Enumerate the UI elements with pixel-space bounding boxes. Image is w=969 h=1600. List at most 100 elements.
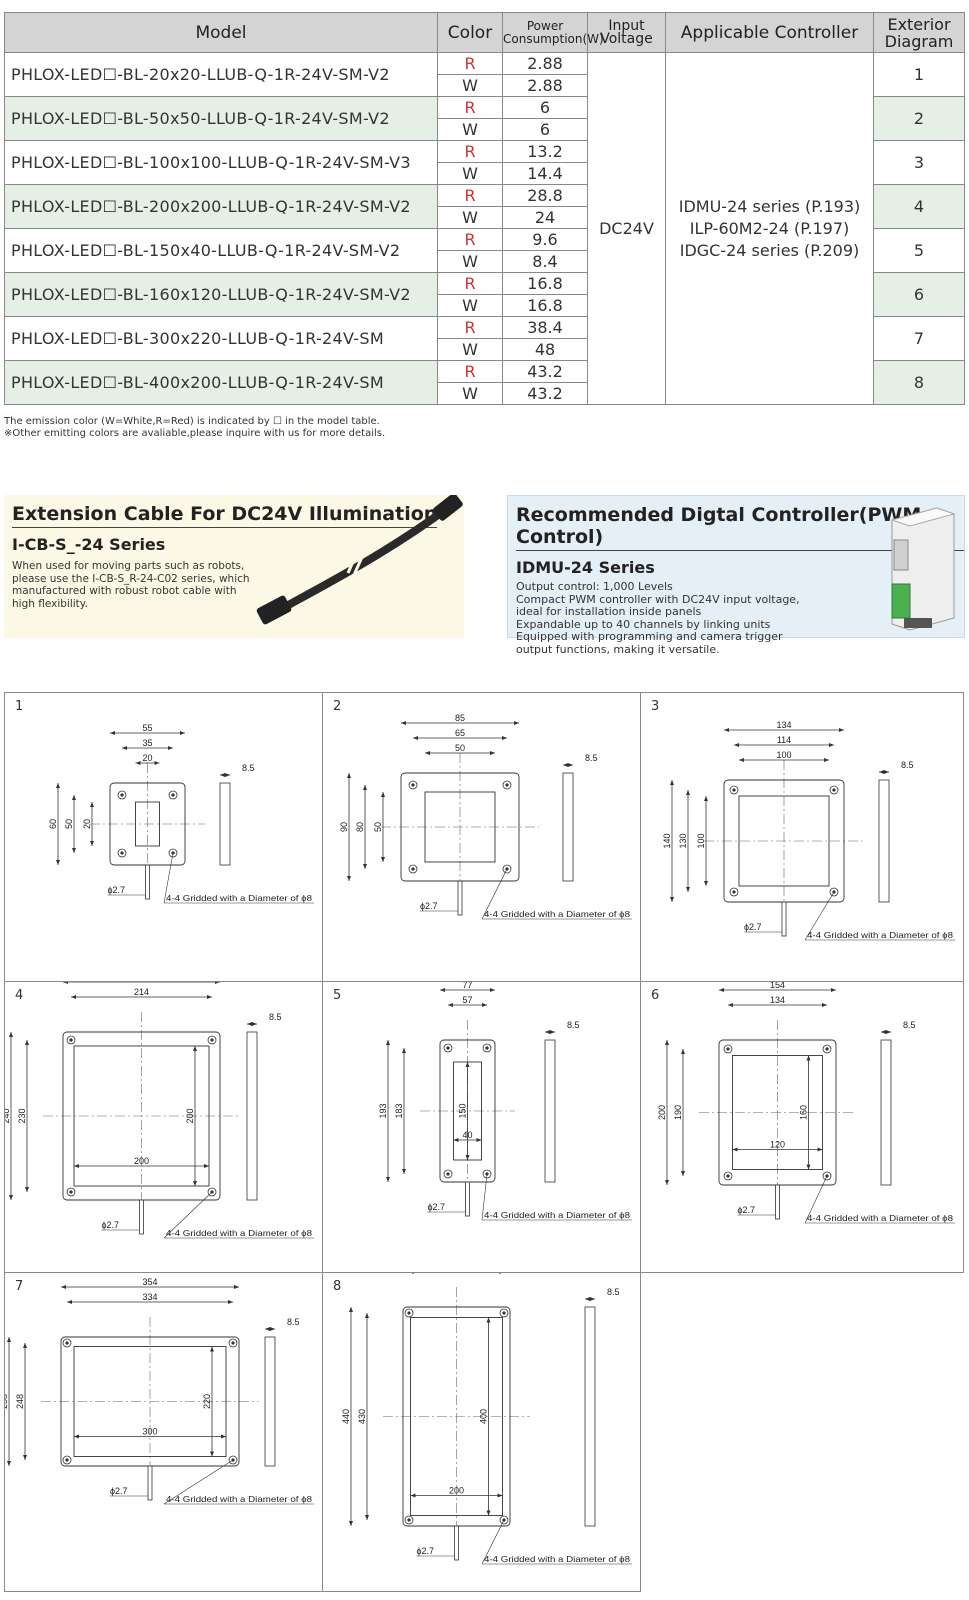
header-voltage: Input Voltage [587,12,666,53]
arrow-icon [502,736,507,740]
mounting-hole-icon [443,1169,453,1179]
controller-line: Equipped with programming and camera tri… [516,630,783,643]
arrow-icon [207,995,212,999]
model-cell: PHLOX-LED☐-BL-50x50-LLUB-Q-1R-24V-SM-V2 [4,96,438,141]
controller-cell: IDMU-24 series (P.193) ILP-60M2-24 (P.19… [665,52,874,405]
diagram-number: 4 [15,988,24,1003]
leader-line [163,1459,234,1505]
arrow-icon [563,763,568,767]
mounting-hole-icon [822,1044,832,1054]
arrow-icon [9,1032,13,1037]
mounting-hole-icon [732,788,736,792]
header-color: Color [437,12,503,53]
arrow-icon [829,743,834,747]
arrow-icon [448,1003,453,1007]
voltage-cell: DC24V [587,52,666,405]
cable-outline [139,1199,144,1235]
diagram-cell: 8 [873,360,965,405]
arrow-icon [349,1521,353,1526]
header-controller: Applicable Controller [665,12,874,53]
hole-note: 4-4 Gridded with a Diameter of ϕ8 [484,1210,630,1220]
dim-height-holes: 430 [357,1409,367,1424]
mounting-hole-icon [408,864,418,874]
arrow-icon [72,795,76,800]
cable-panel-subtitle: I-CB-S_-24 Series [12,535,166,554]
cable-outline [781,901,787,937]
mounting-hole-icon [502,780,512,790]
mounting-hole-icon [726,1174,730,1178]
diagram-cell: 3 [873,140,965,185]
cable-diameter-label: ϕ2.7 [102,1220,120,1230]
header-power: Power Consumption(W) [502,12,604,53]
arrow-icon [728,1003,733,1007]
arrow-icon [220,773,225,777]
header-diagram: Exterior Diagram [873,12,965,53]
arrow-icon [7,1461,11,1466]
hole-note: 4-4 Gridded with a Diameter of ϕ8 [807,930,953,940]
power-cell: 24 [502,206,588,229]
arrow-icon [71,995,76,999]
arrow-icon [381,792,385,797]
arrow-icon [817,1147,823,1152]
mounting-hole-icon [825,1047,829,1051]
controller-panel-title: Recommended Digtal Controller(PWM Contro… [516,504,964,551]
arrow-icon [110,731,115,735]
power-cell: 16.8 [502,294,588,317]
cable-panel-text: When used for moving parts such as robot… [12,560,250,610]
arrow-icon [590,1297,595,1301]
leader-line [804,891,835,941]
arrow-icon [486,1510,491,1516]
diagram-cell: 2 [873,96,965,141]
emitting-area [73,1346,227,1457]
color-cell: W [437,162,503,185]
arrow-icon [381,857,385,862]
diagram-cell: 4 [873,184,965,229]
mounting-hole-icon [411,867,415,871]
table-row: W 14.4 [5,162,965,185]
dim-height-emit: 160 [799,1105,809,1120]
arrow-icon [831,988,836,992]
mounting-hole-icon [228,1455,238,1465]
dim-width-holes: 65 [455,728,465,738]
emitting-area [424,791,496,863]
mounting-hole-icon [207,1187,217,1197]
arrow-icon [453,1138,459,1142]
diagram-number: 1 [15,699,24,714]
model-cell: PHLOX-LED☐-BL-300x220-LLUB-Q-1R-24V-SM [4,316,438,361]
dim-width-holes: 114 [777,735,791,745]
color-cell: W [437,206,503,229]
power-cell: 38.4 [502,316,588,339]
leader-line [481,1173,488,1221]
table-row: W 16.8 [5,294,965,317]
arrow-icon [265,1327,270,1331]
mounting-hole-icon [117,790,127,800]
dim-height-holes: 130 [678,833,688,848]
mounting-hole-icon [411,783,415,787]
mounting-hole-icon [62,1338,72,1348]
mounting-hole-icon [723,1171,733,1181]
hole-note: 4-4 Gridded with a Diameter of ϕ8 [484,909,630,919]
arrow-icon [25,1187,29,1192]
dim-height-emit: 400 [479,1409,489,1424]
note-line: ※Other emitting colors are avaliable,ple… [4,428,386,439]
dim-height-emit: 220 [202,1394,212,1409]
arrow-icon [402,1169,406,1174]
mounting-hole-icon [446,1046,450,1050]
dim-width-holes: 134 [770,995,785,1005]
color-cell: R [437,184,503,207]
arrow-icon [122,746,127,750]
color-cell: W [437,382,503,405]
color-cell: W [437,74,503,97]
arrow-icon [550,1030,555,1034]
cable-panel: Extension Cable For DC24V Illumination I… [4,495,464,638]
mounting-hole-icon [207,1035,217,1045]
cable-outline [465,1181,470,1217]
controller-item: IDGC-24 series (P.209) [679,240,860,260]
power-cell: 6 [502,96,588,119]
dim-width-outer: 134 [776,720,791,730]
arrow-icon [154,761,160,765]
